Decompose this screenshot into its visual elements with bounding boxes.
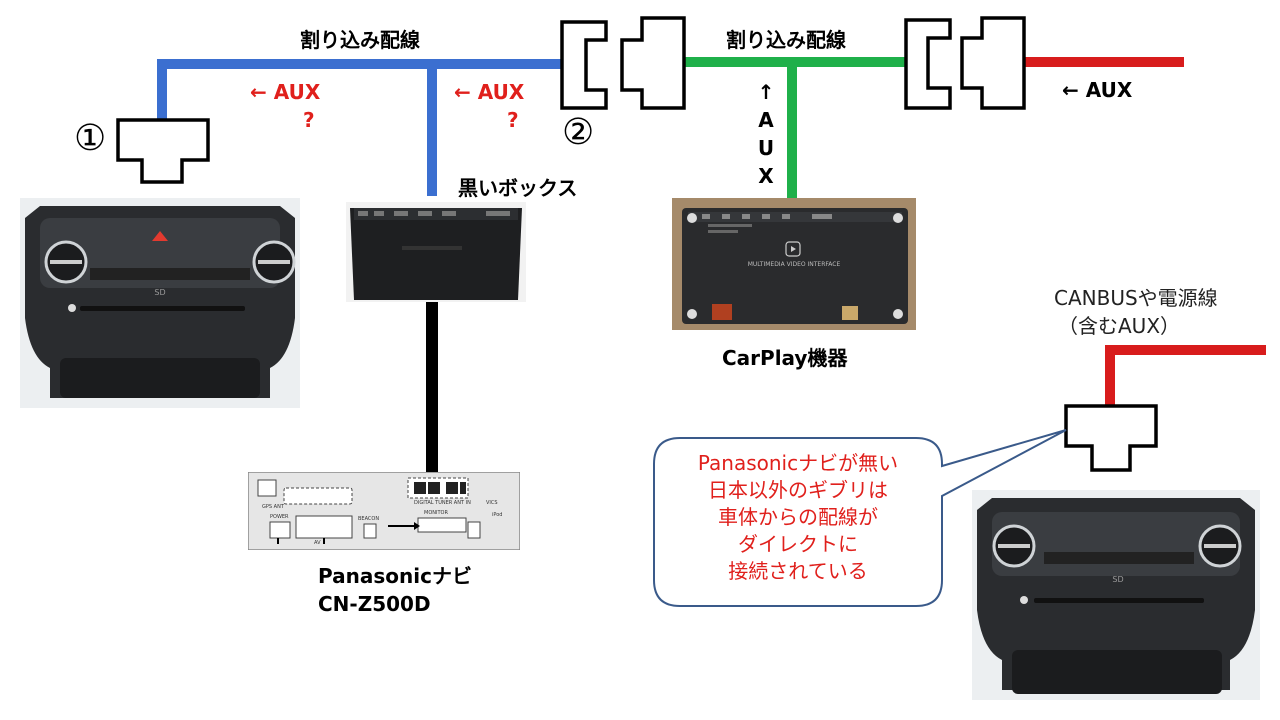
black-box-image (346, 202, 526, 302)
aux-vertical-a: A (758, 108, 774, 132)
marker-2: ② (562, 112, 595, 153)
panasonic-name: Panasonicナビ (318, 564, 472, 588)
aux-vertical-label: ↑ A U X (756, 78, 776, 190)
panel-sd-text-2: SD (1112, 575, 1123, 584)
splice-connector-right-a (904, 18, 952, 110)
navi-ipod-text: iPod (492, 512, 502, 518)
aux-label-mid: ← AUX (454, 80, 525, 104)
splice-connector-left-b (620, 16, 686, 110)
carplay-label: CarPlay機器 (722, 346, 848, 370)
navi-av-text: AV (314, 540, 321, 546)
carplay-interface-text: MULTIMEDIA VIDEO INTERFACE (748, 261, 841, 268)
aux-label-left: ← AUX (250, 80, 321, 104)
splice-label-right: 割り込み配線 (726, 28, 846, 52)
callout-line-2: 日本以外のギブリは (708, 478, 888, 502)
carplay-device-image: MULTIMEDIA VIDEO INTERFACE (672, 198, 916, 330)
canbus-line-2: （含むAUX） (1058, 314, 1181, 338)
black-box-label: 黒いボックス (458, 176, 578, 200)
connector-canbus (1064, 404, 1158, 472)
aux-question-mid: ? (507, 108, 519, 132)
navi-vics-text: VICS (486, 500, 498, 506)
navi-monitor-text: MONITOR (424, 510, 448, 516)
navi-tuner-text: DIGITAL TUNER ANT IN (414, 500, 471, 506)
console-panel-image-2: SD (972, 490, 1260, 700)
navi-beacon-text: BEACON (358, 516, 379, 522)
callout-line-3: 車体からの配線が (718, 505, 878, 529)
aux-vertical-arrow: ↑ (757, 80, 775, 104)
splice-connector-right-b (960, 16, 1026, 110)
aux-vertical-x: X (758, 164, 774, 188)
green-wire (684, 57, 906, 198)
splice-label-left: 割り込み配線 (300, 28, 420, 52)
aux-vertical-u: U (757, 136, 775, 160)
callout-line-1: Panasonicナビが無い (697, 451, 899, 475)
navi-gps-text: GPS ANT (262, 504, 285, 510)
connector-1 (116, 118, 210, 184)
callout-line-5: 接続されている (728, 559, 868, 583)
panasonic-model: CN-Z500D (318, 592, 431, 616)
callout-bubble (653, 429, 1067, 607)
marker-1: ① (74, 118, 107, 159)
blue-wire (157, 59, 562, 196)
canbus-line-1: CANBUSや電源線 (1054, 286, 1218, 310)
splice-connector-left-a (560, 20, 608, 110)
console-panel-image: SD (20, 198, 300, 408)
panasonic-navi-image: GPS ANT POWER AV BEACON DIGITAL TUNER AN… (248, 472, 520, 550)
callout-line-4: ダイレクトに (738, 532, 858, 556)
panel-sd-text: SD (154, 288, 165, 297)
callout-text: Panasonicナビが無い 日本以外のギブリは 車体からの配線が ダイレクトに… (656, 450, 940, 585)
aux-label-right: ← AUX (1062, 78, 1133, 102)
navi-power-text: POWER (270, 514, 289, 520)
aux-question-left: ? (303, 108, 315, 132)
panasonic-label: Panasonicナビ CN-Z500D (318, 562, 472, 618)
red-wire-bottom (1105, 345, 1266, 406)
canbus-label: CANBUSや電源線 （含むAUX） (1054, 284, 1218, 340)
